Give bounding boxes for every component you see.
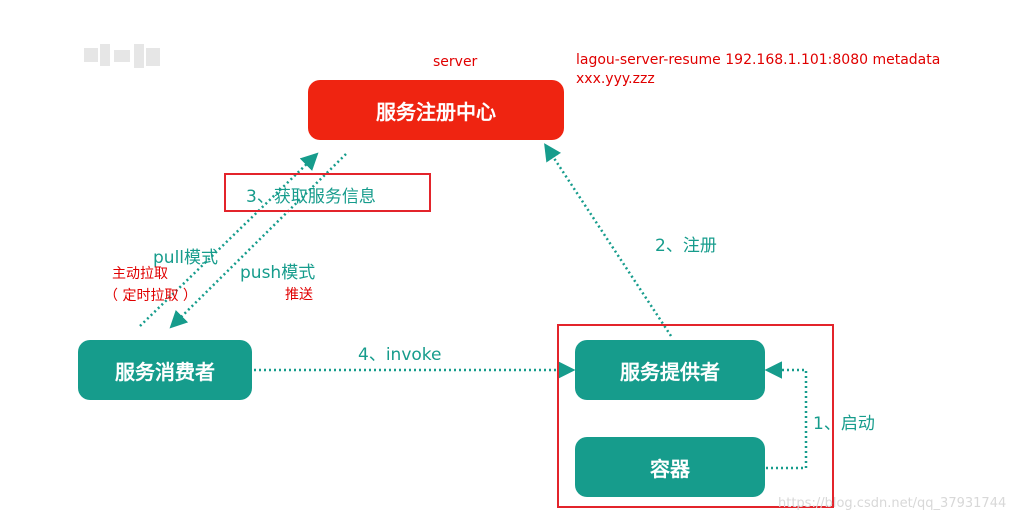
resume-label-line1: lagou-server-resume 192.168.1.101:8080 m… — [576, 52, 941, 68]
container-label: 容器 — [650, 456, 690, 481]
provider-group-highlight-box — [557, 324, 834, 508]
pull-mode-label: pull模式 — [153, 248, 219, 268]
service-registry-node: 服务注册中心 — [308, 80, 564, 140]
step1-label: 1、启动 — [813, 414, 875, 434]
step4-label: 4、invoke — [358, 345, 442, 365]
container-node: 容器 — [575, 437, 765, 497]
push-mode-label: push模式 — [240, 263, 316, 283]
pull-arrow — [139, 152, 319, 327]
service-registry-label: 服务注册中心 — [376, 99, 496, 124]
service-consumer-node: 服务消费者 — [78, 340, 252, 400]
step3-highlight-box — [224, 173, 431, 212]
watermark: https://blog.csdn.net/qq_37931744 — [778, 496, 1007, 511]
push-note: 推送 — [285, 287, 313, 303]
pull-note-line1: 主动拉取 — [112, 266, 168, 282]
service-provider-node: 服务提供者 — [575, 340, 765, 400]
push-arrow — [169, 153, 347, 329]
service-provider-label: 服务提供者 — [620, 359, 720, 384]
start-arrow — [764, 361, 808, 470]
resume-label-line2: xxx.yyy.zzz — [576, 71, 655, 87]
server-label: server — [433, 54, 478, 70]
step3-label: 3、获取服务信息 — [246, 187, 376, 207]
service-consumer-label: 服务消费者 — [115, 359, 215, 384]
step2-label: 2、注册 — [655, 236, 717, 256]
pull-note-line2: （ 定时拉取 ） — [104, 288, 197, 304]
register-arrow — [544, 143, 673, 337]
